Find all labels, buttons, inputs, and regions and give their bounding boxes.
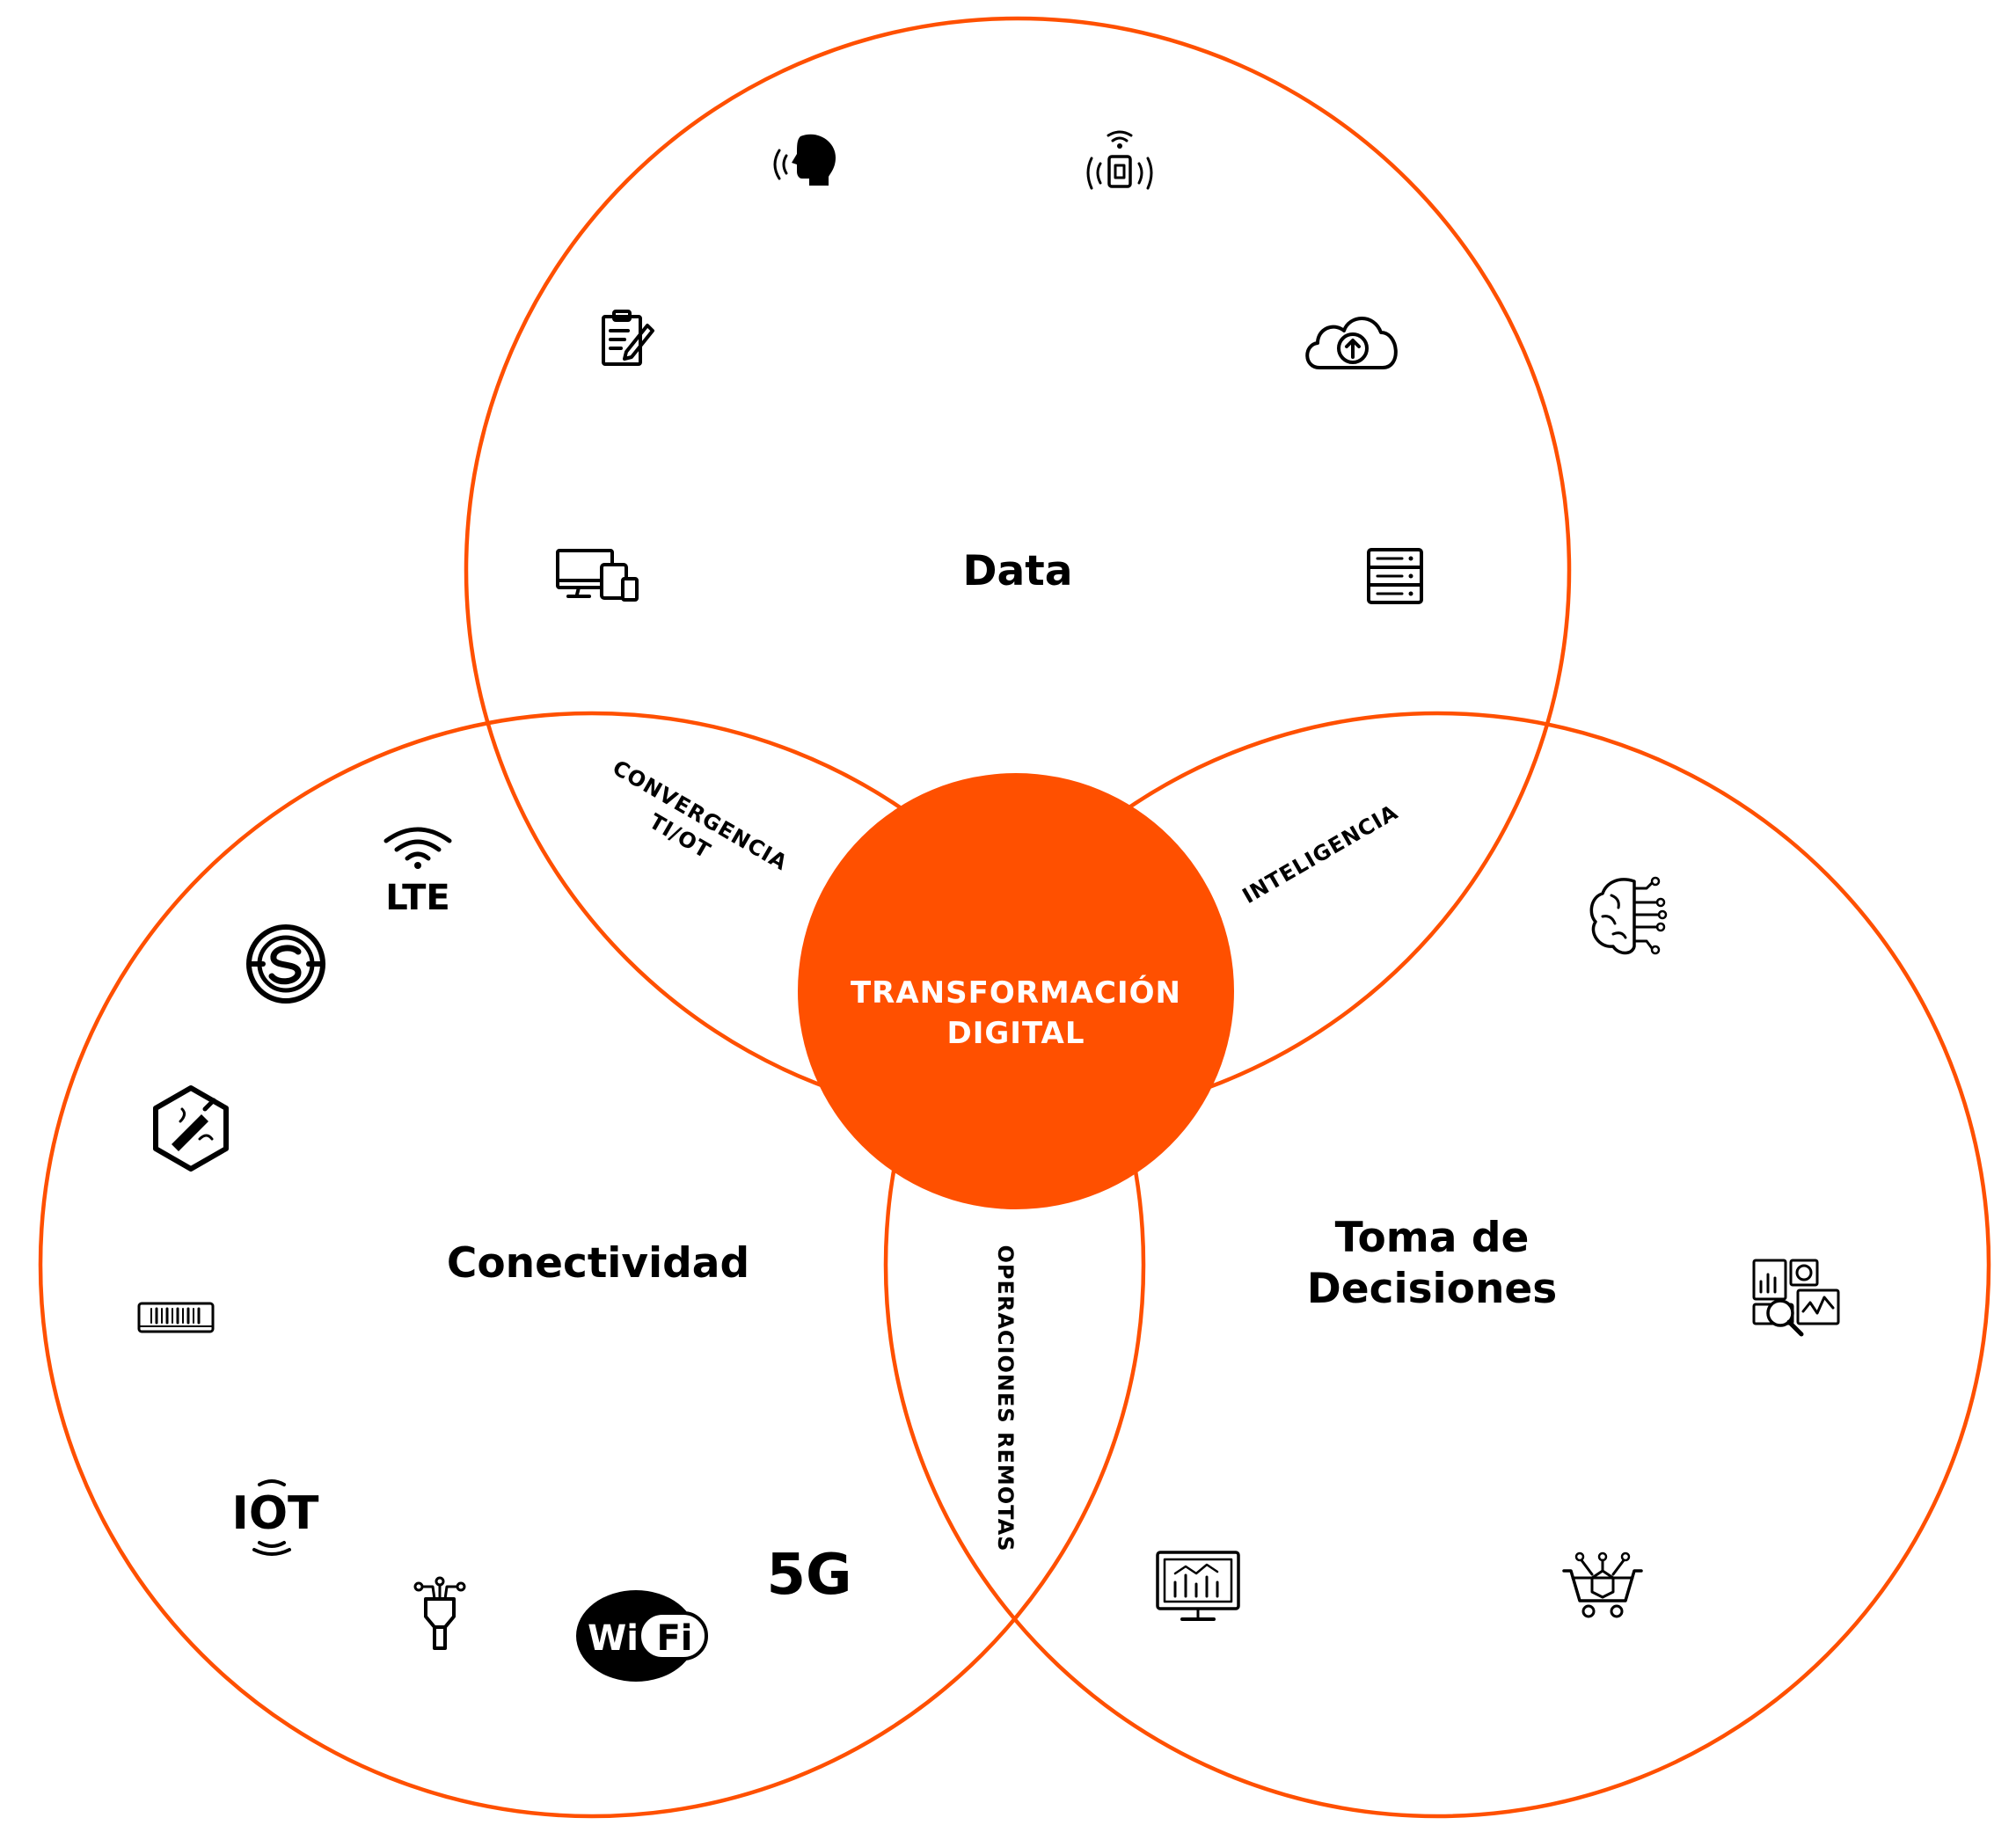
operaciones-remotas-label: OPERACIONES REMOTAS <box>993 1245 1018 1551</box>
fiber-optic-icon <box>153 1085 229 1172</box>
decisiones-label-line1: Toma de <box>1335 1214 1530 1262</box>
lte-icon-text: LTE <box>385 878 449 918</box>
ai-brain-icon <box>1589 876 1668 955</box>
clipboard-edit-icon <box>602 310 654 366</box>
iot-icon-text: IOT <box>231 1487 319 1540</box>
decisiones-label-line2: Decisiones <box>1307 1265 1558 1313</box>
conectividad-circle <box>38 711 1146 1819</box>
decisiones-circle <box>883 711 1991 1819</box>
fiber-connector-icon <box>413 1576 466 1650</box>
server-icon <box>1367 548 1423 604</box>
devices-icon <box>556 549 639 602</box>
wifi-icon-text-left: Wi <box>588 1618 639 1659</box>
inteligencia-label: INTELIGENCIA <box>1238 799 1403 909</box>
wifi-icon-text-right: Fi <box>656 1618 692 1659</box>
voice-icon <box>773 134 836 186</box>
smart-cart-icon <box>1562 1551 1643 1618</box>
center-title-line2: DIGITAL <box>947 1016 1085 1051</box>
rfid-sensor-icon <box>1086 130 1153 190</box>
iot-icon: IOT <box>231 1479 319 1556</box>
barcode-reader-icon <box>137 1302 215 1333</box>
center-title-line1: TRANSFORMACIÓN <box>851 975 1181 1011</box>
cloud-upload-icon <box>1305 317 1398 369</box>
conectividad-label: Conectividad <box>447 1239 749 1288</box>
center-circle <box>798 773 1234 1209</box>
sigfox-icon <box>246 924 325 1004</box>
5g-icon: 5G <box>766 1543 851 1608</box>
data-label: Data <box>963 547 1073 595</box>
5g-icon-text: 5G <box>766 1543 851 1608</box>
lte-icon: LTE <box>383 827 452 918</box>
wifi-icon: Wi Fi <box>576 1590 708 1682</box>
analytics-dashboard-icon <box>1752 1259 1840 1337</box>
monitor-chart-icon <box>1156 1551 1240 1621</box>
